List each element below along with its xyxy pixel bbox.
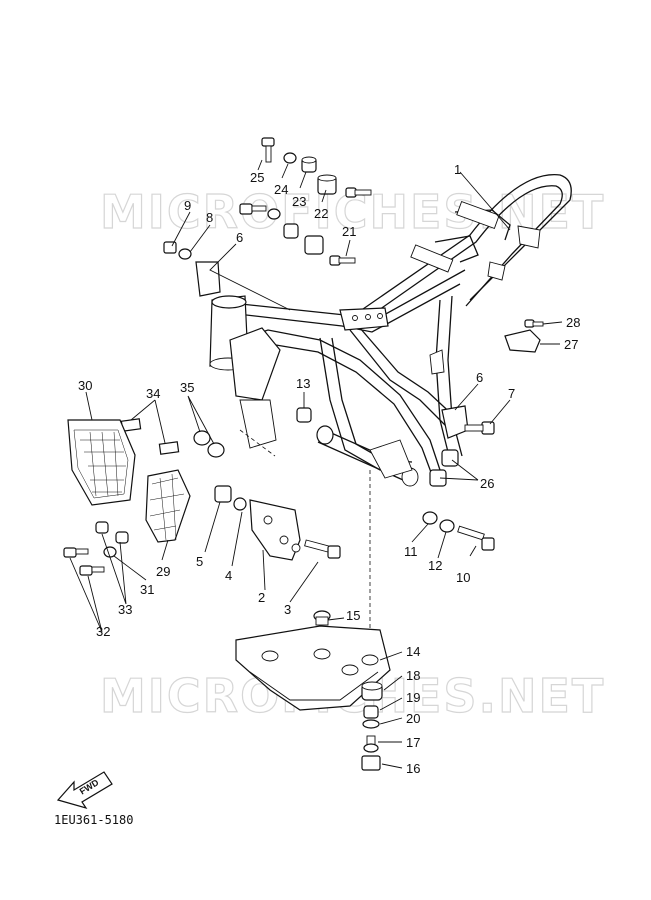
part-32-screw-b [79,565,105,576]
main-frame [209,174,572,487]
part-13-collar [296,407,312,423]
part-24-washer-lower [267,208,281,220]
callout-24: 24 [274,182,288,197]
callout-28: 28 [566,315,580,330]
callout-22: 22 [314,206,328,221]
part-23-collar-lower [283,223,299,239]
callout-15: 15 [346,608,360,623]
callout-11: 11 [404,544,418,559]
part-29-reflector [145,469,191,543]
part-22-bushing-lower [304,235,324,255]
part-22-bushing [317,174,337,195]
callout-18: 18 [406,668,420,683]
callout-14: 14 [406,644,420,659]
part-2-engine-bracket [249,499,301,561]
part-11-washer [422,511,438,525]
callout-10: 10 [456,570,470,585]
part-19-collar [363,705,379,719]
callout-30: 30 [78,378,92,393]
part-7-bolt [464,421,495,435]
part-30-number-plate [67,419,136,506]
part-35-grommet-b [207,442,225,458]
part-28-screw [524,319,544,328]
callout-34: 34 [146,386,160,401]
part-23-collar [301,156,317,173]
part-33-collar-b [115,531,129,544]
callout-13: 13 [296,376,310,391]
part-32-screw-a [63,547,89,558]
part-6-bracket-upper [195,261,221,297]
callout-6-upper: 6 [236,230,243,245]
callout-7: 7 [508,386,515,401]
part-16-nut [361,755,381,771]
part-21-bolt-lower [329,255,356,266]
callout-1: 1 [454,162,461,177]
callout-8: 8 [206,210,213,225]
part-27-clamp [504,329,541,353]
part-31-nut [103,546,117,558]
callout-4: 4 [225,568,232,583]
callout-31: 31 [140,582,154,597]
callout-12: 12 [428,558,442,573]
part-25-bolt [261,137,275,163]
callout-23: 23 [292,194,306,209]
part-26-collar-a [441,449,459,467]
leader-lines [69,159,563,769]
callout-32: 32 [96,624,110,639]
callout-3: 3 [284,602,291,617]
callout-9: 9 [184,198,191,213]
callout-5: 5 [196,554,203,569]
part-25-bolt-lower [239,203,267,215]
callout-21: 21 [342,224,356,239]
callout-19: 19 [406,690,420,705]
part-35-grommet-a [193,430,211,446]
part-15-plug [313,610,331,626]
part-9-nut [163,241,177,254]
callout-17: 17 [406,735,420,750]
callout-33: 33 [118,602,132,617]
part-24-washer [283,152,297,164]
part-14-skid-plate [235,625,391,711]
part-12-washer [439,519,455,533]
part-18-damper [361,681,383,701]
part-6-bracket-lower [441,405,469,439]
part-17-bolt [363,735,379,753]
part-21-bolt [345,187,372,198]
fwd-arrow-icon: FWD [56,771,113,810]
part-20-washer [362,719,380,729]
callout-2: 2 [258,590,265,605]
part-5-collar [214,485,232,503]
callout-35: 35 [180,380,194,395]
diagram-code: 1EU361-5180 [54,813,133,827]
callout-numbers: 1 2 3 4 5 6 6 7 8 9 10 11 12 13 14 15 16… [78,162,580,776]
part-33-collar-a [95,521,109,534]
callout-6-lower: 6 [476,370,483,385]
callout-25: 25 [250,170,264,185]
part-3-bolt [304,539,341,559]
part-34-pad-b [158,441,180,455]
callout-16: 16 [406,761,420,776]
part-10-bolt [457,525,495,551]
part-4-washer [233,497,247,511]
callout-26: 26 [480,476,494,491]
callout-20: 20 [406,711,420,726]
part-8-washer [178,248,192,260]
callout-27: 27 [564,337,578,352]
callout-29: 29 [156,564,170,579]
